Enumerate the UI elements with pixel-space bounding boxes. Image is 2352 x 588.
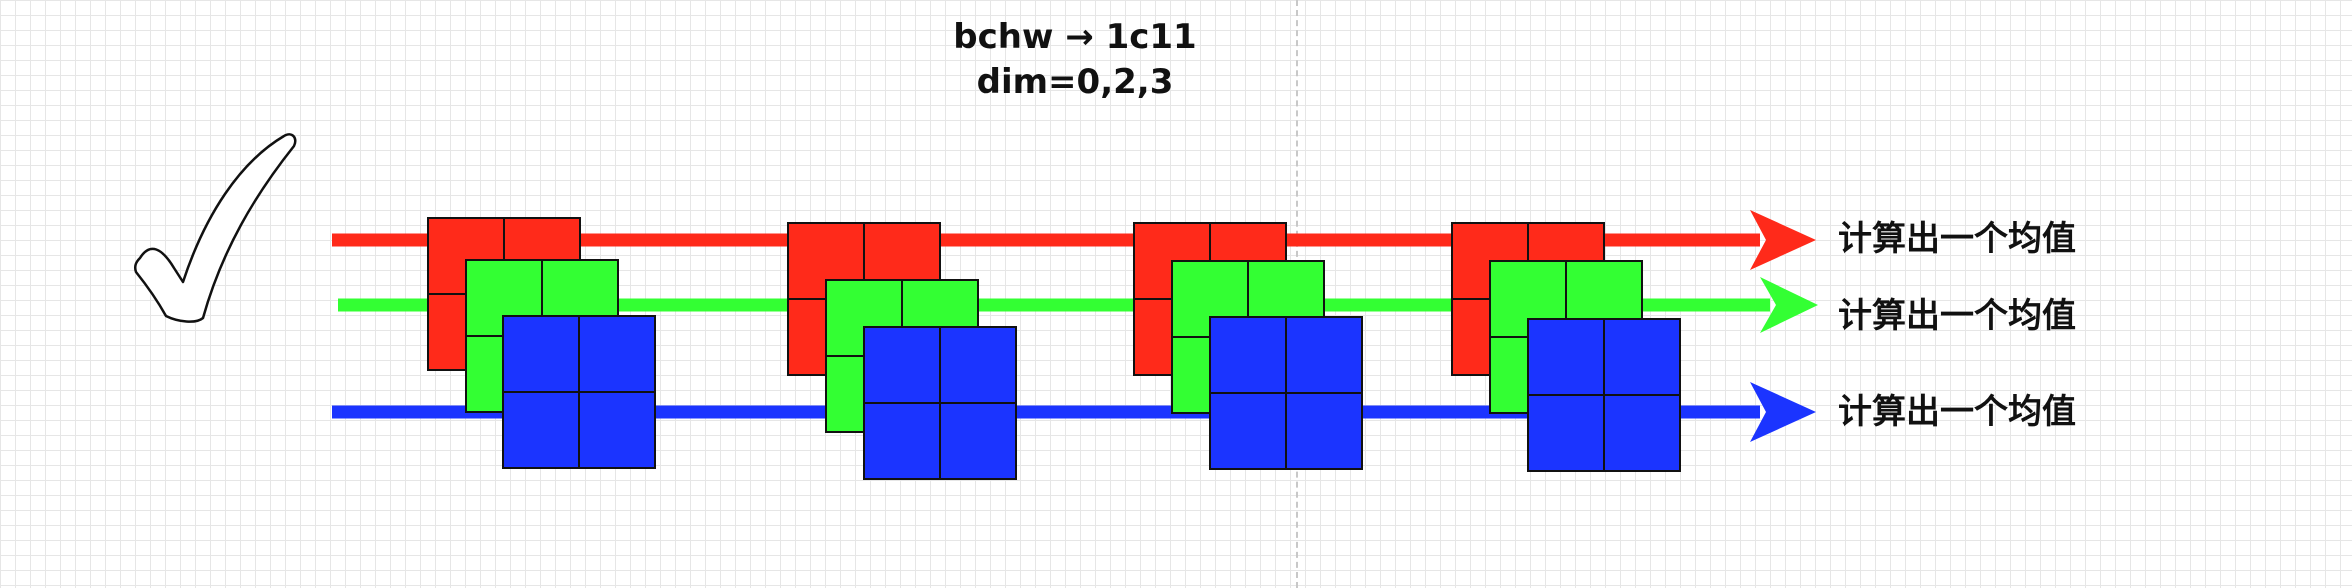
block-blue-group-1 [502,315,656,469]
title-shape-transform: bchw → 1c11 [953,17,1197,57]
row-label-blue: 计算出一个均值 [1838,392,2076,432]
title-dims: dim=0,2,3 [976,62,1174,102]
arrow-head-red [1750,210,1816,270]
arrow-head-blue [1750,382,1816,442]
row-label-red: 计算出一个均值 [1838,219,2076,259]
block-blue-group-3 [1209,316,1363,470]
row-label-green: 计算出一个均值 [1838,296,2076,336]
arrow-head-green [1760,277,1818,333]
block-blue-group-2 [863,326,1017,480]
checkmark-icon [133,133,297,323]
block-blue-group-4 [1527,318,1681,472]
